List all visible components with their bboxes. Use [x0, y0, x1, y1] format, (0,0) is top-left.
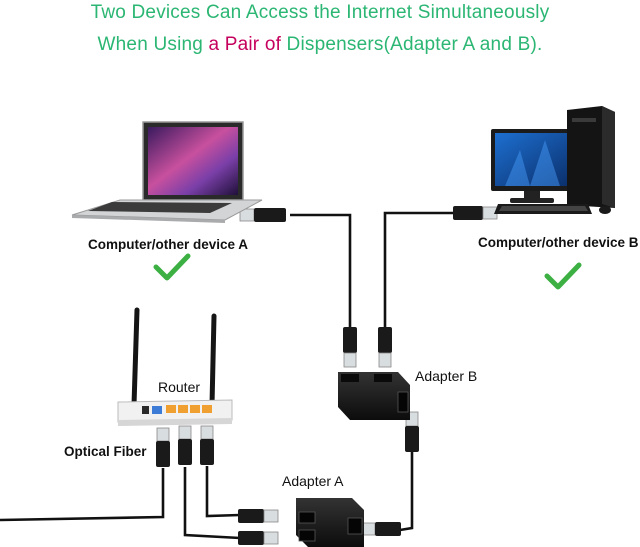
label-device-a: Computer/other device A [88, 237, 249, 252]
cable-router-to-adapter-a-2 [205, 466, 241, 518]
label-router: Router [158, 379, 201, 395]
adapter-icon [296, 498, 364, 547]
checkmark-icon [153, 253, 191, 281]
label-optical-fiber: Optical Fiber [64, 444, 147, 459]
cable-optical-fiber [0, 468, 165, 522]
adapter-icon [338, 372, 410, 420]
title-text-2a: When Using [97, 34, 209, 55]
cable-adapter-b-to-adapter-a [399, 440, 414, 532]
title-highlight: a Pair of [208, 34, 282, 55]
title-text-1: Two Devices Can Access the Internet Simu… [90, 2, 550, 23]
rj45-plug-icon [156, 206, 498, 545]
title-line-1: Two Devices Can Access the Internet Simu… [0, 2, 640, 24]
title-line-2: When Using a Pair of Dispensers(Adapter … [0, 34, 640, 56]
cable-laptop-to-adapter-b [290, 213, 352, 330]
label-adapter-a: Adapter A [282, 473, 344, 489]
title-text-2b: Dispensers(Adapter A and B). [281, 34, 543, 55]
checkmark-icon [544, 262, 582, 290]
cables [0, 211, 455, 540]
laptop-icon [71, 121, 263, 223]
router-icon [117, 307, 233, 426]
cable-router-to-adapter-a-1 [183, 467, 241, 540]
label-device-b: Computer/other device B [478, 235, 639, 250]
cable-desktop-to-adapter-b [383, 211, 455, 330]
label-adapter-b: Adapter B [415, 368, 478, 384]
desktop-computer-icon [491, 106, 615, 214]
